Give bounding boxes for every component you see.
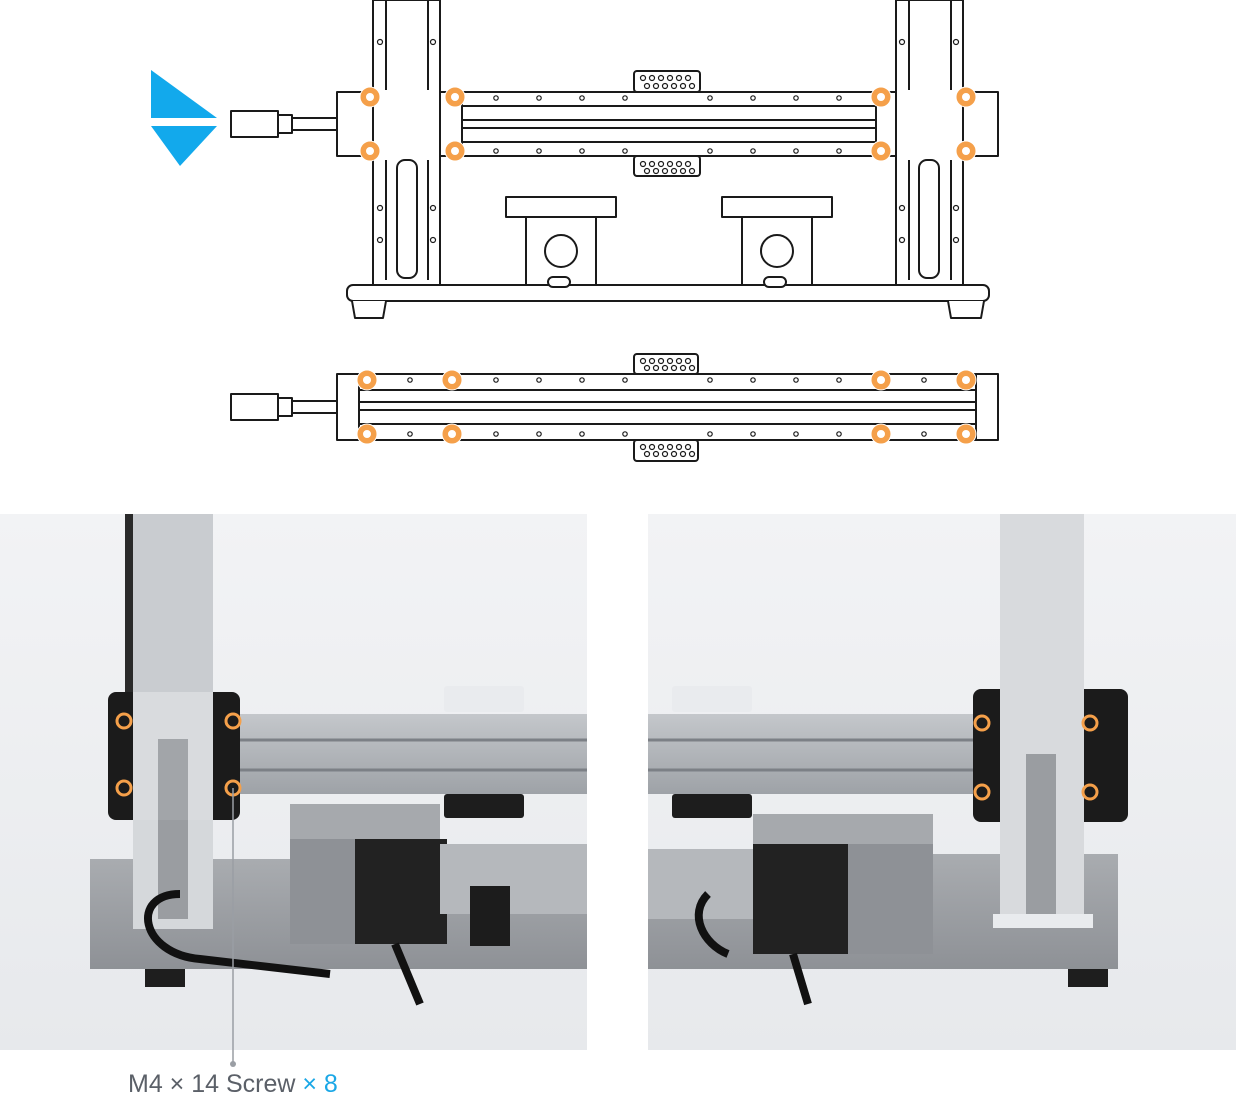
screw-position-icon — [955, 86, 977, 108]
left-side-beam-mount-photo — [0, 514, 587, 1050]
screw-caption: M4 × 14 Screw × 8 — [128, 1070, 338, 1099]
screw-position-icon — [955, 369, 977, 391]
screw-position-icon — [955, 140, 977, 162]
screw-position-icon — [359, 86, 381, 108]
screw-position-icon — [444, 140, 466, 162]
screw-position-icon — [870, 423, 892, 445]
screw-position-icon — [955, 423, 977, 445]
right-side-beam-mount-photo — [648, 514, 1236, 1050]
screw-position-icon — [444, 86, 466, 108]
screw-position-icon — [870, 140, 892, 162]
screw-quantity-label: × 8 — [302, 1070, 338, 1098]
screw-position-icon — [359, 140, 381, 162]
screw-position-icons — [356, 86, 977, 445]
base-plate — [346, 284, 990, 319]
screw-position-icon — [441, 423, 463, 445]
screw-spec-label: M4 × 14 Screw — [128, 1070, 296, 1098]
left-upright — [372, 0, 441, 286]
y-axis-motor-right — [721, 196, 833, 288]
right-upright — [895, 0, 964, 286]
x-beam-installed — [439, 70, 897, 177]
screw-position-icon — [356, 423, 378, 445]
screw-position-icon — [356, 369, 378, 391]
x-beam-detached — [336, 353, 999, 462]
screw-position-icon — [870, 369, 892, 391]
screw-position-icon — [441, 369, 463, 391]
assembly-diagram — [151, 0, 999, 462]
slide-direction-arrow-icon — [151, 70, 217, 166]
y-axis-motor-left — [505, 196, 617, 288]
screw-position-icon — [870, 86, 892, 108]
